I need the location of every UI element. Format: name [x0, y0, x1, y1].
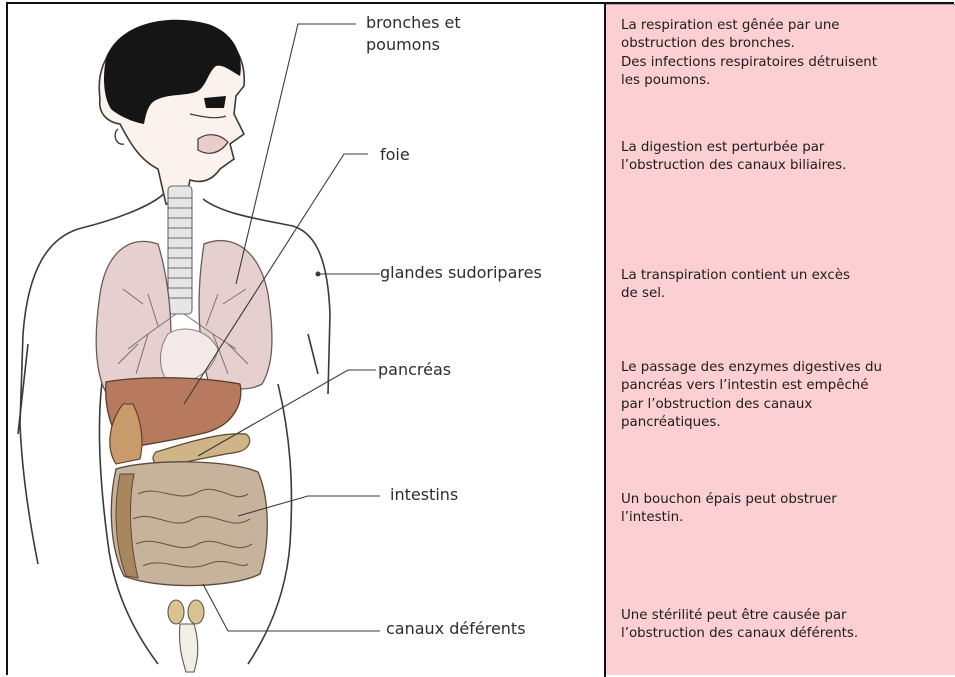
organ-label-foie: foie: [380, 144, 410, 166]
effect-intestins: Un bouchon épais peut obstruer l’intesti…: [621, 491, 955, 528]
organ-label-canaux-deferents: canaux déférents: [386, 618, 526, 640]
effect-foie: La digestion est perturbée par l’obstruc…: [621, 139, 955, 176]
effects-panel: La respiration est gênée par une obstruc…: [606, 4, 955, 675]
effect-line: Une stérilité peut être causée par: [621, 607, 955, 625]
effect-line: La digestion est perturbée par: [621, 139, 955, 157]
effect-line: pancréas vers l’intestin est empêché: [621, 377, 955, 395]
intestines: [111, 462, 267, 586]
effect-line: l’obstruction des canaux biliaires.: [621, 157, 955, 175]
organ-label-intestins: intestins: [390, 484, 458, 506]
effect-line: de sel.: [621, 285, 955, 303]
effect-line: obstruction des bronches.: [621, 35, 955, 53]
effect-glandes-sudoripares: La transpiration contient un excès de se…: [621, 267, 955, 304]
trachea: [168, 186, 192, 314]
effect-line: La transpiration contient un excès: [621, 267, 955, 285]
head: [99, 20, 244, 204]
effect-line: Des infections respiratoires détruisent: [621, 54, 955, 72]
effect-line: par l’obstruction des canaux: [621, 396, 955, 414]
effect-line: La respiration est gênée par une: [621, 17, 955, 35]
effect-canaux-deferents: Une stérilité peut être causée par l’obs…: [621, 607, 955, 644]
effect-line: l’intestin.: [621, 509, 955, 527]
effect-line: Le passage des enzymes digestives du: [621, 359, 955, 377]
organ-label-pancreas: pancréas: [378, 359, 451, 381]
effect-pancreas: Le passage des enzymes digestives du pan…: [621, 359, 955, 433]
effect-line: pancréatiques.: [621, 414, 955, 432]
anatomy-illustration: bronches et poumons foie glandes sudorip…: [8, 4, 604, 674]
reproductive-organs: [168, 600, 204, 672]
effect-line: Un bouchon épais peut obstruer: [621, 491, 955, 509]
effect-line: l’obstruction des canaux déférents.: [621, 625, 955, 643]
effect-line: les poumons.: [621, 72, 955, 90]
organ-label-bronches-poumons: bronches et poumons: [366, 12, 461, 56]
organ-label-glandes-sudoripares: glandes sudoripares: [380, 262, 542, 284]
effect-bronches-poumons: La respiration est gênée par une obstruc…: [621, 17, 955, 91]
